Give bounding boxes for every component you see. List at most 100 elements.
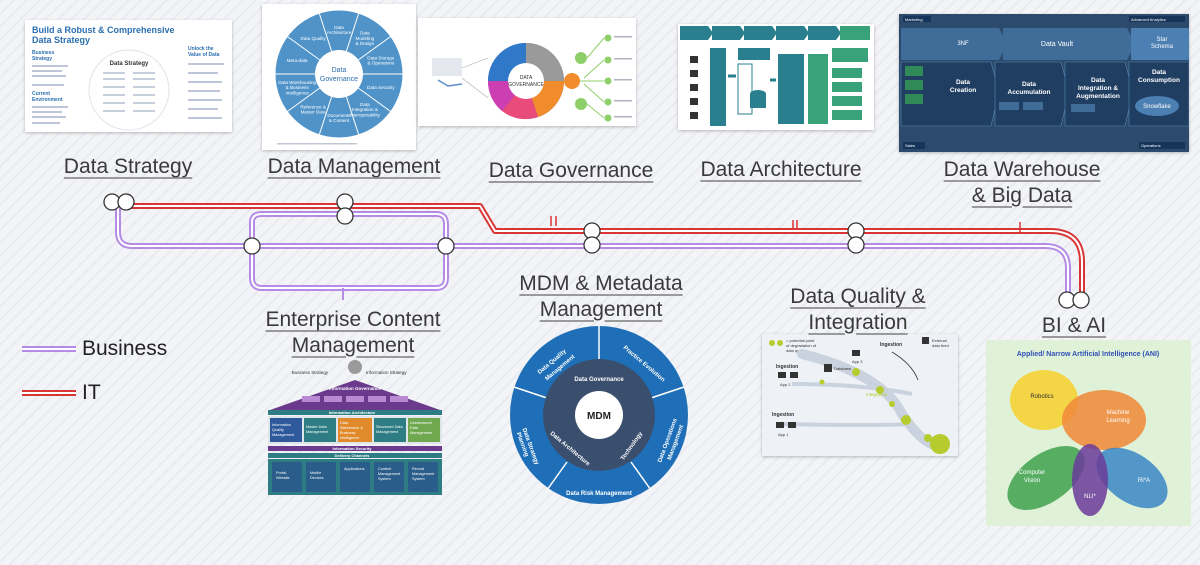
svg-text:Unlock the: Unlock the [188, 46, 214, 52]
governance-figure: DATA GOVERNANCE [432, 34, 632, 122]
svg-text:data feed: data feed [932, 343, 949, 348]
svg-text:Information: Information [272, 423, 291, 427]
svg-text:Data: Data [956, 79, 970, 86]
dama-spoke [358, 87, 392, 113]
warehouse-stage-3nf: 3NF [957, 41, 969, 47]
title-data-quality-integration[interactable]: Data Quality & Integration [790, 285, 926, 334]
station-data-management[interactable] [336, 193, 354, 225]
ai-nli-label: NLI* [1084, 494, 1096, 500]
data-governance-thumbnail: DATA GOVERNANCE [418, 18, 636, 126]
svg-text:Data: Data [1022, 81, 1036, 88]
svg-text:Management: Management [376, 430, 399, 434]
svg-text:Data Governance: Data Governance [574, 377, 624, 383]
ecm-figure: Business Strategy Information Strategy I… [268, 360, 442, 495]
title-data-governance[interactable]: Data Governance [488, 159, 654, 182]
svg-text:Governance: Governance [320, 76, 358, 83]
svg-text:Management: Management [272, 433, 295, 437]
svg-text:Unstructured: Unstructured [410, 421, 432, 425]
ecm-information-strategy: Information Strategy [366, 370, 407, 375]
svg-text:Applications: Applications [344, 467, 365, 471]
warehouse-top-left-label: Marketing [905, 17, 923, 22]
svg-text:Content: Content [378, 467, 392, 471]
svg-text:Master Data: Master Data [306, 425, 328, 429]
bi-ai-thumbnail: Applied/ Narrow Artificial Intelligence … [986, 340, 1191, 526]
warehouse-figure: Marketing Advanced Analytics 3NF Data Va… [899, 14, 1189, 152]
svg-text:Website: Website [276, 476, 290, 480]
legend-business-label: Business [82, 337, 168, 360]
station-ecm-right[interactable] [437, 237, 455, 255]
dq-app3-label: App 3 [852, 359, 863, 364]
dama-spoke [286, 35, 320, 61]
svg-text:Consumption: Consumption [1138, 77, 1180, 84]
svg-text:Structured Data: Structured Data [376, 425, 403, 429]
dama-spoke [345, 12, 360, 52]
dq-integration-label: Integration [866, 392, 888, 397]
svg-text:Warehouse &: Warehouse & [340, 426, 363, 430]
svg-text:data quality: data quality [786, 348, 806, 353]
station-data-quality[interactable] [847, 222, 865, 254]
it-track [118, 203, 1085, 300]
dq-app2-label: App 2 [780, 382, 791, 387]
dq-ingestion-label-top: Ingestion [880, 342, 902, 348]
title-data-warehouse[interactable]: Data Warehouse & Big Data [943, 158, 1101, 207]
warehouse-stage-snowflake: Snowflake [1143, 104, 1171, 110]
svg-text:System: System [412, 477, 425, 481]
warehouse-bottom-right-label: Operations [1141, 143, 1161, 148]
svg-text:Data: Data [340, 421, 349, 425]
svg-text:of degradation of: of degradation of [786, 343, 817, 348]
svg-text:= potential point: = potential point [786, 338, 815, 343]
ecm-business-strategy: Business Strategy [292, 370, 329, 375]
title-enterprise-content-management[interactable]: Enterprise Content Management [265, 308, 441, 357]
dama-spoke [358, 35, 392, 61]
svg-text:Management: Management [410, 431, 433, 435]
svg-text:Management: Management [412, 472, 435, 476]
dq-app1-label: App 1 [778, 432, 789, 437]
station-data-strategy[interactable] [103, 193, 135, 211]
dama-segment-label: Documents& Content [327, 113, 351, 123]
svg-text:Value of Data: Value of Data [188, 52, 220, 58]
ai-figure-title: Applied/ Narrow Artificial Intelligence … [1017, 351, 1159, 358]
ecm-thumbnail: Business Strategy Information Strategy I… [262, 358, 448, 498]
svg-text:Learning: Learning [1106, 418, 1129, 424]
ecm-delivery-label: Delivery Channels [335, 453, 370, 458]
svg-text:System: System [378, 477, 391, 481]
data-quality-thumbnail: = potential point of degradation of data… [762, 334, 958, 456]
mdm-wheel-figure: MDM Data Governance Data Architecture Te… [510, 326, 688, 504]
svg-text:Environment: Environment [32, 97, 63, 103]
mdm-thumbnail: MDM Data Governance Data Architecture Te… [509, 325, 689, 505]
station-ecm-left[interactable] [243, 237, 261, 255]
station-bi-ai[interactable] [1058, 291, 1090, 309]
data-architecture-thumbnail [678, 24, 874, 130]
dama-segment-label: Data Security [367, 85, 395, 90]
svg-text:Quality: Quality [272, 428, 284, 432]
title-data-management[interactable]: Data Management [267, 155, 441, 178]
dama-segment-label: Data Quality [300, 36, 326, 41]
ai-ria-label: RI*A [1138, 478, 1150, 484]
warehouse-bottom-left-label: Sales [905, 143, 915, 148]
svg-text:Accumulation: Accumulation [1008, 89, 1051, 96]
svg-text:Data: Data [410, 426, 419, 430]
station-data-governance[interactable] [583, 222, 601, 254]
svg-text:Devices: Devices [310, 476, 324, 480]
dq-database-label: Database [834, 366, 852, 371]
svg-text:Ingestion: Ingestion [772, 412, 794, 418]
svg-text:Business: Business [32, 50, 54, 56]
data-warehouse-thumbnail: Marketing Advanced Analytics 3NF Data Va… [899, 14, 1189, 152]
title-data-strategy[interactable]: Data Strategy [63, 155, 193, 178]
title-data-architecture[interactable]: Data Architecture [700, 158, 862, 181]
svg-text:Data Strategy: Data Strategy [110, 61, 149, 67]
dama-segment-label: Meta-data [287, 58, 308, 63]
ecm-architecture-label: Information Architecture [329, 410, 376, 415]
title-bi-ai[interactable]: BI & AI [1041, 314, 1107, 337]
title-mdm-metadata[interactable]: MDM & Metadata Management [519, 272, 683, 321]
svg-text:Data: Data [332, 67, 347, 74]
svg-text:Augmentation: Augmentation [1076, 93, 1120, 100]
